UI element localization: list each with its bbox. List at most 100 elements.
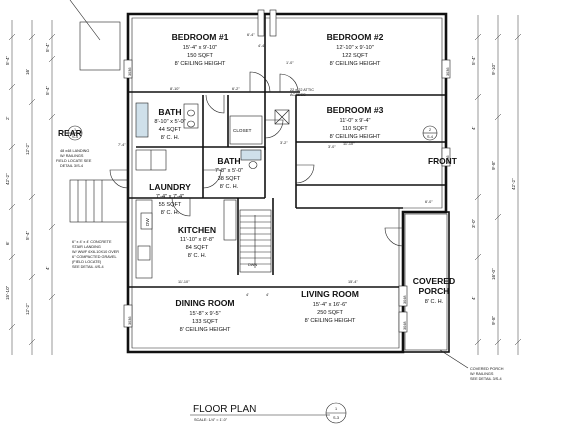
svg-text:15'-4": 15'-4" [348,280,358,284]
left-dim-5: 15'-10" [5,285,10,300]
svg-text:8' C. H.: 8' C. H. [220,184,239,190]
fridge-counter [223,199,237,241]
left-dim-10: 5'-4" [45,42,50,52]
svg-text:122 SQFT: 122 SQFT [342,53,368,59]
svg-text:84 SQFT: 84 SQFT [186,245,209,251]
svg-text:8' CEILING HEIGHT: 8' CEILING HEIGHT [305,318,356,324]
window-tag: 3036 [446,68,450,76]
svg-text:11'-10": 11'-10" [178,280,190,284]
drawing-scale: SCALE: 1/4" = 1'-0" [194,418,228,422]
drawing-sheet: S-3 [333,416,339,420]
svg-text:BATH: BATH [158,107,181,117]
svg-text:S-4: S-4 [72,135,78,139]
room-laundry: LAUNDRY 7'-4" x 7'-4" 55 SQFT 8' C. H. [149,182,191,216]
concrete-note-6: SEE DETAIL 4/S-4 [72,265,104,269]
concrete-note-5: (FIELD LOCATE) [72,260,102,264]
room-bedroom-3: BEDROOM #3 11'-0" x 9'-4" 110 SQFT 8' CE… [327,105,384,140]
right-dim-5: 9'-10" [491,63,496,75]
room-bedroom-2: BEDROOM #2 12'-10" x 9'-10" 122 SQFT 8' … [327,32,384,67]
left-dim-7: 12'-2" [25,143,30,155]
svg-text:8' C. H.: 8' C. H. [161,135,180,141]
svg-text:7'-8" x 5'-0": 7'-8" x 5'-0" [215,168,243,174]
left-dim-8: 5'-4" [25,230,30,240]
right-dim-4: 4' [471,296,476,300]
svg-text:2: 2 [429,128,431,132]
svg-text:8' C. H.: 8' C. H. [188,253,207,259]
room-dining: DINING ROOM 15'-8" x 9'-5" 133 SQFT 8' C… [175,298,234,333]
svg-text:133 SQFT: 133 SQFT [192,319,218,325]
svg-text:38 SQFT: 38 SQFT [218,176,241,182]
svg-text:8'-10" x 5'-0": 8'-10" x 5'-0" [154,119,185,125]
svg-text:BEDROOM #2: BEDROOM #2 [327,32,384,42]
right-dim-3: 3'-0" [471,218,476,228]
attic-note-1: 22 x 22 ATTIC [290,88,314,92]
svg-text:250 SQFT: 250 SQFT [317,310,343,316]
svg-text:8' CEILING HEIGHT: 8' CEILING HEIGHT [175,61,226,67]
svg-text:COVERED: COVERED [413,276,456,286]
svg-text:8'-10": 8'-10" [170,87,180,91]
closet-box [229,115,263,145]
landing-note-1: 48 x48 LANDING [60,149,89,153]
svg-text:6'-4": 6'-4" [247,33,255,37]
svg-text:7'-4" x 7'-4": 7'-4" x 7'-4" [156,194,184,200]
svg-text:11'-0" x 9'-4": 11'-0" x 9'-4" [340,118,371,124]
front-label: FRONT [428,156,458,166]
fixtures: DW CLOSET [135,102,263,279]
svg-text:15'-8" x 9'-5": 15'-8" x 9'-5" [189,311,220,317]
title-block: FLOOR PLAN SCALE: 1/4" = 1'-0" 1 S-3 [190,402,347,424]
svg-text:15'-4" x 9'-10": 15'-4" x 9'-10" [183,45,217,51]
kitchen-sink [137,245,151,261]
interior-walls [128,14,446,288]
left-dim-9: 12'-2" [25,303,30,315]
svg-text:8' CEILING HEIGHT: 8' CEILING HEIGHT [330,61,381,67]
dishwasher [140,212,153,230]
svg-text:8' C. H.: 8' C. H. [425,299,444,305]
room-bath-1: BATH 8'-10" x 5'-0" 44 SQFT 8' C. H. [154,107,185,141]
svg-text:8' CEILING HEIGHT: 8' CEILING HEIGHT [330,134,381,140]
svg-text:4'-4": 4'-4" [258,44,266,48]
svg-text:12'-10" x 9'-10": 12'-10" x 9'-10" [336,45,374,51]
svg-text:55 SQFT: 55 SQFT [159,202,182,208]
closet-label: CLOSET [233,128,252,133]
left-dim-2: 2' [5,116,10,120]
left-dim-6: 16' [25,69,30,75]
tub-bath2 [240,149,262,161]
left-dimension-strings: 5'-4" 2' 42'-2" 6' 15'-10" 16' 12'-2" 5'… [5,20,56,355]
left-dim-3: 42'-2" [5,173,10,185]
tub-bath1 [135,102,149,138]
svg-text:BATH: BATH [217,156,240,166]
room-bath-2: BATH 7'-8" x 5'-0" 38 SQFT 8' C. H. [215,156,243,190]
window-tag: 3048 [403,296,407,304]
svg-text:S-4: S-4 [427,135,433,139]
right-dim-1: 5'-4" [471,55,476,65]
attic-access: 22 x 22 ATTIC ACCESS [274,88,314,125]
drawing-number: 1 [335,407,337,411]
dishwasher-label: DW [145,218,150,226]
svg-text:7'-4": 7'-4" [118,143,126,147]
doors [109,71,404,247]
room-kitchen: KITCHEN 11'-10" x 8'-8" 84 SQFT 8' C. H. [178,225,216,259]
concrete-note-4: 6" COMPACTED GRAVEL [72,255,117,259]
svg-text:11'-10" x 8'-8": 11'-10" x 8'-8" [180,237,214,243]
svg-text:3'-2": 3'-2" [280,141,288,145]
window-tag: 3036 [128,317,132,325]
right-dim-9: 9'-8" [491,315,496,325]
covered-porch-outline [402,211,450,353]
svg-text:DINING ROOM: DINING ROOM [175,298,234,308]
right-dim-2: 4' [471,126,476,130]
svg-text:4': 4' [246,293,249,297]
porch-note: COVERED PORCH W/ RAILINGS SEE DETAIL 3/S… [439,349,504,381]
concrete-note-3: W/ WWF 6X6-10X10 OVER [72,250,119,254]
attic-note-2: ACCESS [290,93,306,97]
svg-text:8' C. H.: 8' C. H. [161,210,180,216]
svg-text:1: 1 [74,128,76,132]
kitchen-counter [135,199,153,279]
toilet-bath2 [248,161,258,169]
left-dim-1: 5'-4" [5,55,10,65]
right-dimension-strings: 5'-4" 4' 3'-0" 4' 9'-10" 9'-8" 16'-0" 42… [471,15,522,355]
svg-text:1'-0": 1'-0" [286,61,294,65]
svg-text:4': 4' [266,293,269,297]
svg-text:11'-10": 11'-10" [343,142,355,146]
window-tag: 3036 [128,68,132,76]
